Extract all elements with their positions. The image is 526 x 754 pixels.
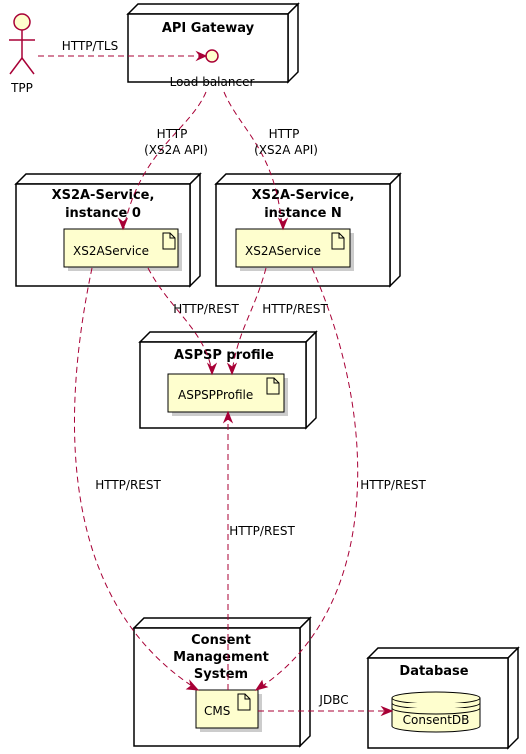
cms-title-line2: Management	[173, 650, 269, 665]
aspsp-artifact-label: ASPSPProfile	[178, 388, 253, 402]
artifact-doc-icon	[331, 232, 345, 250]
xs2a-0-title-line2: instance 0	[65, 206, 141, 221]
xs2a-n-artifact-label: XS2AService	[245, 244, 321, 258]
edge-label-jdbc: JDBC	[318, 693, 348, 707]
xs2a-0-title-line1: XS2A-Service,	[52, 188, 155, 203]
edge-load-balancer-xs2a-n: HTTP (XS2A API)	[223, 91, 318, 231]
xs2a-service-artifact-0[interactable]	[63, 228, 179, 268]
load-balancer-label: Load balancer	[170, 75, 255, 89]
consent-db-label: ConsentDB	[403, 713, 470, 727]
tpp-actor: TPP	[9, 13, 35, 95]
edge-label-xs2a-api: (XS2A API)	[254, 143, 318, 157]
xs2a-service-artifact-n[interactable]	[235, 228, 351, 268]
api-gateway-title: API Gateway	[162, 21, 255, 36]
edge-label-xs2a-api: (XS2A API)	[144, 143, 208, 157]
xs2a-service-instance-n-node[interactable]: XS2A-Service, instance N XS2AService	[214, 172, 402, 288]
edge-label-http-rest: HTTP/REST	[173, 302, 239, 316]
consent-management-system-node[interactable]: Consent Management System CMS	[132, 616, 312, 748]
edge-label-http: HTTP	[157, 127, 188, 141]
consent-db-cylinder-icon[interactable]	[391, 691, 481, 733]
actor-head	[13, 13, 31, 31]
artifact-doc-icon	[266, 377, 280, 395]
edge-label-http-rest: HTTP/REST	[95, 478, 161, 492]
edge-label-http: HTTP	[269, 127, 300, 141]
edge-xs2a-n-cms: HTTP/REST	[254, 267, 426, 691]
load-balancer-interface-icon[interactable]	[205, 49, 219, 63]
edge-xs2a-n-aspsp: HTTP/REST	[226, 267, 328, 376]
edge-xs2a-0-aspsp: HTTP/REST	[147, 267, 239, 376]
edge-label-http-rest: HTTP/REST	[262, 302, 328, 316]
artifact-doc-icon	[162, 232, 176, 250]
database-title: Database	[399, 664, 468, 679]
xs2a-n-title-line1: XS2A-Service,	[252, 188, 355, 203]
database-node[interactable]: Database ConsentDB	[366, 646, 520, 750]
edge-xs2a-0-cms: HTTP/REST	[74, 267, 200, 691]
xs2a-service-instance-0-node[interactable]: XS2A-Service, instance 0 XS2AService	[14, 172, 202, 288]
artifact-doc-icon	[237, 693, 251, 711]
cms-artifact-label: CMS	[204, 704, 230, 718]
xs2a-n-title-line2: instance N	[264, 206, 342, 221]
edge-tpp-load-balancer: HTTP/TLS	[38, 39, 208, 62]
tpp-label: TPP	[10, 81, 33, 95]
aspsp-profile-node[interactable]: ASPSP profile ASPSPProfile	[138, 330, 318, 430]
api-gateway-node[interactable]: API Gateway Load balancer	[126, 2, 300, 89]
edge-label-http-rest: HTTP/REST	[229, 524, 295, 538]
aspsp-profile-title: ASPSP profile	[174, 348, 274, 363]
cms-title-line1: Consent	[191, 633, 251, 648]
xs2a-0-artifact-label: XS2AService	[73, 244, 149, 258]
edge-cms-consentdb: JDBC	[258, 693, 394, 717]
edge-label-http-tls: HTTP/TLS	[62, 39, 118, 53]
aspsp-profile-artifact[interactable]	[167, 373, 285, 413]
edge-label-http-rest: HTTP/REST	[360, 478, 426, 492]
edge-load-balancer-xs2a-0: HTTP (XS2A API)	[117, 91, 208, 231]
edge-cms-aspsp: HTTP/REST	[222, 410, 295, 690]
cms-title-line3: System	[194, 667, 248, 682]
